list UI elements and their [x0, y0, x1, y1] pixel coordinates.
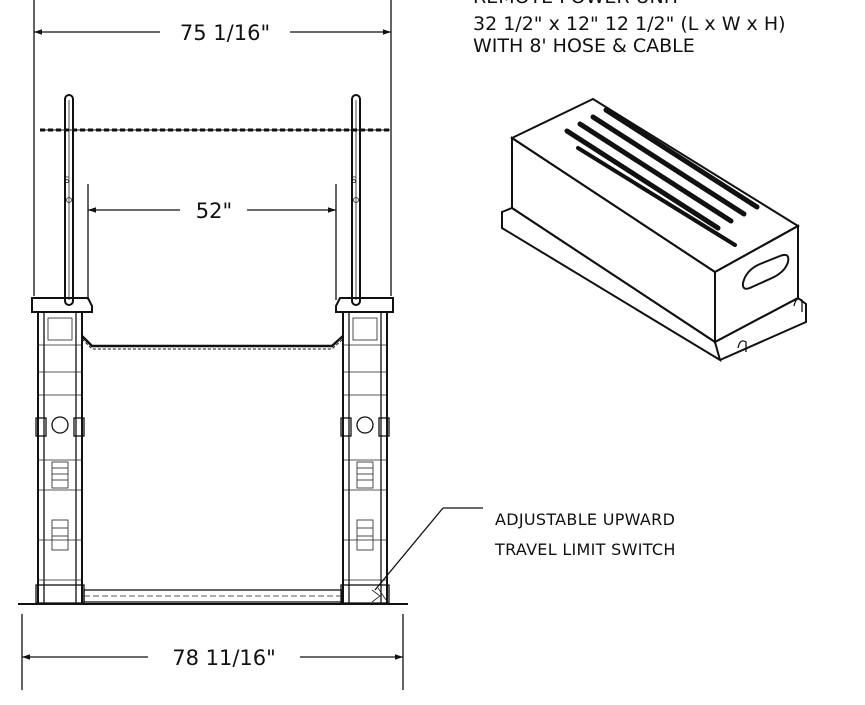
callout-line-2: TRAVEL LIMIT SWITCH — [494, 540, 676, 559]
dimension-label-top: 75 1/16" — [180, 21, 270, 45]
svg-text:S: S — [64, 176, 70, 186]
dimension-bottom-overall: 78 11/16" — [21, 614, 404, 690]
column-right — [335, 297, 394, 605]
remote-power-unit — [501, 97, 807, 363]
platform-crossbar — [81, 335, 344, 350]
dimension-label-inner: 52" — [196, 199, 232, 223]
callout-leader — [374, 507, 444, 591]
dimension-label-bottom: 78 11/16" — [172, 646, 276, 670]
base-bar — [18, 589, 408, 605]
dimension-top-overall: 75 1/16" — [33, 0, 392, 296]
limit-switch-callout: ADJUSTABLE UPWARD TRAVEL LIMIT SWITCH — [374, 507, 676, 591]
post-right: S — [351, 94, 361, 306]
power-unit-note: REMOTE POWER UNIT 32 1/2" x 12" 12 1/2" … — [473, 0, 786, 57]
post-left: S — [64, 94, 74, 306]
handle-slot — [741, 253, 790, 290]
callout-line-1: ADJUSTABLE UPWARD — [495, 510, 675, 529]
dimension-inner-width: 52" — [87, 184, 337, 300]
note-line-2: 32 1/2" x 12" 12 1/2" (L x W x H) — [473, 13, 786, 35]
column-left — [31, 297, 93, 605]
note-line-1: REMOTE POWER UNIT — [473, 0, 681, 8]
note-line-3: WITH 8' HOSE & CABLE — [473, 35, 695, 57]
svg-text:S: S — [351, 176, 357, 186]
vent-slots — [564, 107, 760, 247]
